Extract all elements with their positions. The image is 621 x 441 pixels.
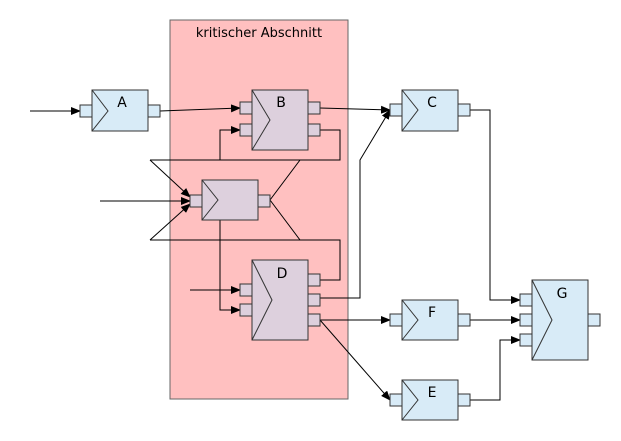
wire-a-b <box>159 104 241 113</box>
wire-fan-bottom <box>149 203 191 241</box>
block-c-label: C <box>427 95 437 111</box>
block-f: F <box>389 299 471 341</box>
critical-section: kritischer Abschnitt <box>169 19 349 400</box>
block-b: B <box>239 89 321 151</box>
wire-d-c <box>320 109 391 299</box>
wire-c-g <box>470 109 521 304</box>
block-e: E <box>389 379 471 421</box>
critical-section-label: kritischer Abschnitt <box>196 26 322 41</box>
block-c: C <box>389 89 471 132</box>
wire-e-g <box>470 336 521 401</box>
critical-section-box <box>169 19 349 400</box>
block-g: G <box>519 279 601 361</box>
block-a-label: A <box>117 95 127 111</box>
wire-mid-upper <box>150 159 301 201</box>
wire-mid-d <box>219 220 241 314</box>
wire-fan-top <box>149 159 191 198</box>
block-d: D <box>239 259 321 341</box>
block-unnamed <box>189 179 271 221</box>
block-b-label: B <box>276 95 286 111</box>
wire-b-c <box>319 105 391 114</box>
block-f-label: F <box>428 305 436 321</box>
wire-d-e <box>319 319 391 401</box>
block-a: A <box>79 89 161 132</box>
block-e-label: E <box>428 385 437 401</box>
block-d-label: D <box>277 266 288 282</box>
wire-d-feedback <box>300 239 341 281</box>
block-g-label: G <box>557 286 568 302</box>
